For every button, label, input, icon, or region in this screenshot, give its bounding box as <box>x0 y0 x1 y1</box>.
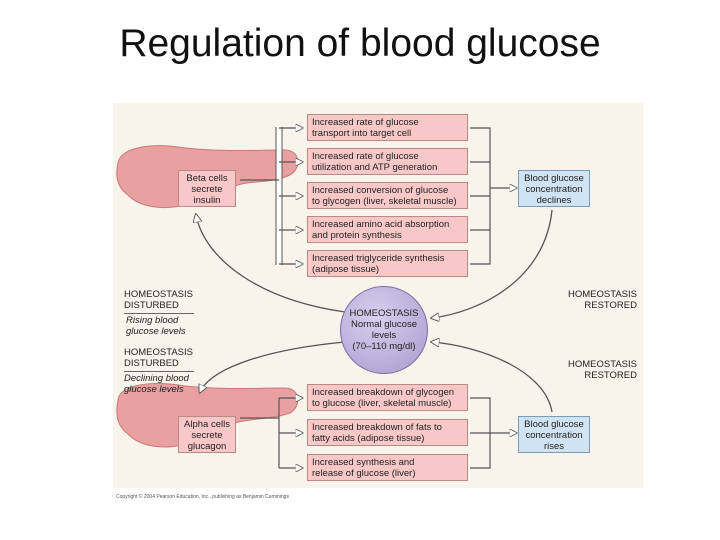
beta-cells-box: Beta cells secrete insulin <box>178 170 236 207</box>
pancreas-bottom-shape <box>116 383 299 448</box>
label-separator-2 <box>124 371 194 372</box>
arrow-rising-to-beta <box>196 215 346 313</box>
label-homeostasis-disturbed-1: HOMEOSTASIS DISTURBED <box>124 289 193 311</box>
alpha-cells-box: Alpha cells secrete glucagon <box>178 416 236 453</box>
effect-box-triglyceride: Increased triglyceride synthesis (adipos… <box>307 250 468 277</box>
effect-box-amino-acid: Increased amino acid absorption and prot… <box>307 216 468 243</box>
label-separator-1 <box>124 313 194 314</box>
effect-box-glucose-utilization: Increased rate of glucose utilization an… <box>307 148 468 175</box>
copyright-text: Copyright © 2004 Pearson Education, Inc.… <box>116 494 289 500</box>
label-rising-blood-glucose: Rising blood glucose levels <box>126 315 186 337</box>
glucose-rises-box: Blood glucose concentration rises <box>518 416 590 453</box>
label-homeostasis-restored-1: HOMEOSTASIS RESTORED <box>568 289 637 311</box>
effect-box-fat-breakdown: Increased breakdown of fats to fatty aci… <box>307 419 468 446</box>
arrow-declining-to-alpha <box>200 341 346 392</box>
glucose-declines-box: Blood glucose concentration declines <box>518 170 590 207</box>
label-declining-blood-glucose: Declining blood glucose levels <box>124 373 189 395</box>
homeostasis-circle: HOMEOSTASIS Normal glucose levels (70–11… <box>340 286 428 374</box>
effect-box-glucose-transport: Increased rate of glucose transport into… <box>307 114 468 141</box>
label-homeostasis-disturbed-2: HOMEOSTASIS DISTURBED <box>124 347 193 369</box>
effect-box-glycogen-conversion: Increased conversion of glucose to glyco… <box>307 182 468 209</box>
label-homeostasis-restored-2: HOMEOSTASIS RESTORED <box>568 359 637 381</box>
slide-title: Regulation of blood glucose <box>119 22 601 65</box>
arrow-declines-to-homeostasis <box>432 209 553 318</box>
effect-box-glycogen-breakdown: Increased breakdown of glycogen to gluco… <box>307 384 468 411</box>
arrow-rises-to-homeostasis <box>432 342 553 413</box>
effect-box-glucose-synthesis: Increased synthesis and release of gluco… <box>307 454 468 481</box>
